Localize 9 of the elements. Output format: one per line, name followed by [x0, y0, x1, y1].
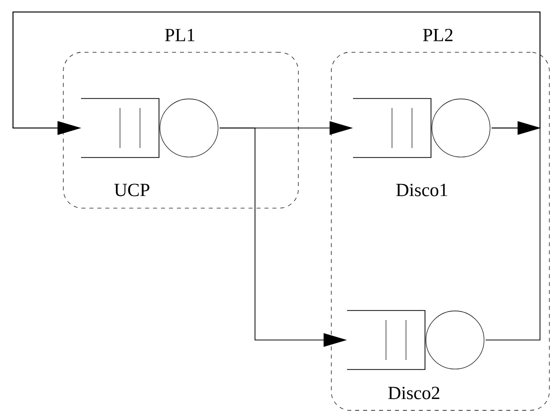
arrow: [12, 12, 540, 340]
queue-server: Disco2: [346, 310, 484, 400]
queue-server: UCP: [80, 98, 218, 196]
node-label: PL2: [423, 28, 452, 42]
queue-server: Disco1: [352, 98, 490, 196]
node-label: Disco1: [396, 184, 448, 196]
node-label: UCP: [114, 184, 150, 196]
node-label: Disco2: [388, 386, 440, 400]
node-label: PL1: [165, 28, 194, 42]
